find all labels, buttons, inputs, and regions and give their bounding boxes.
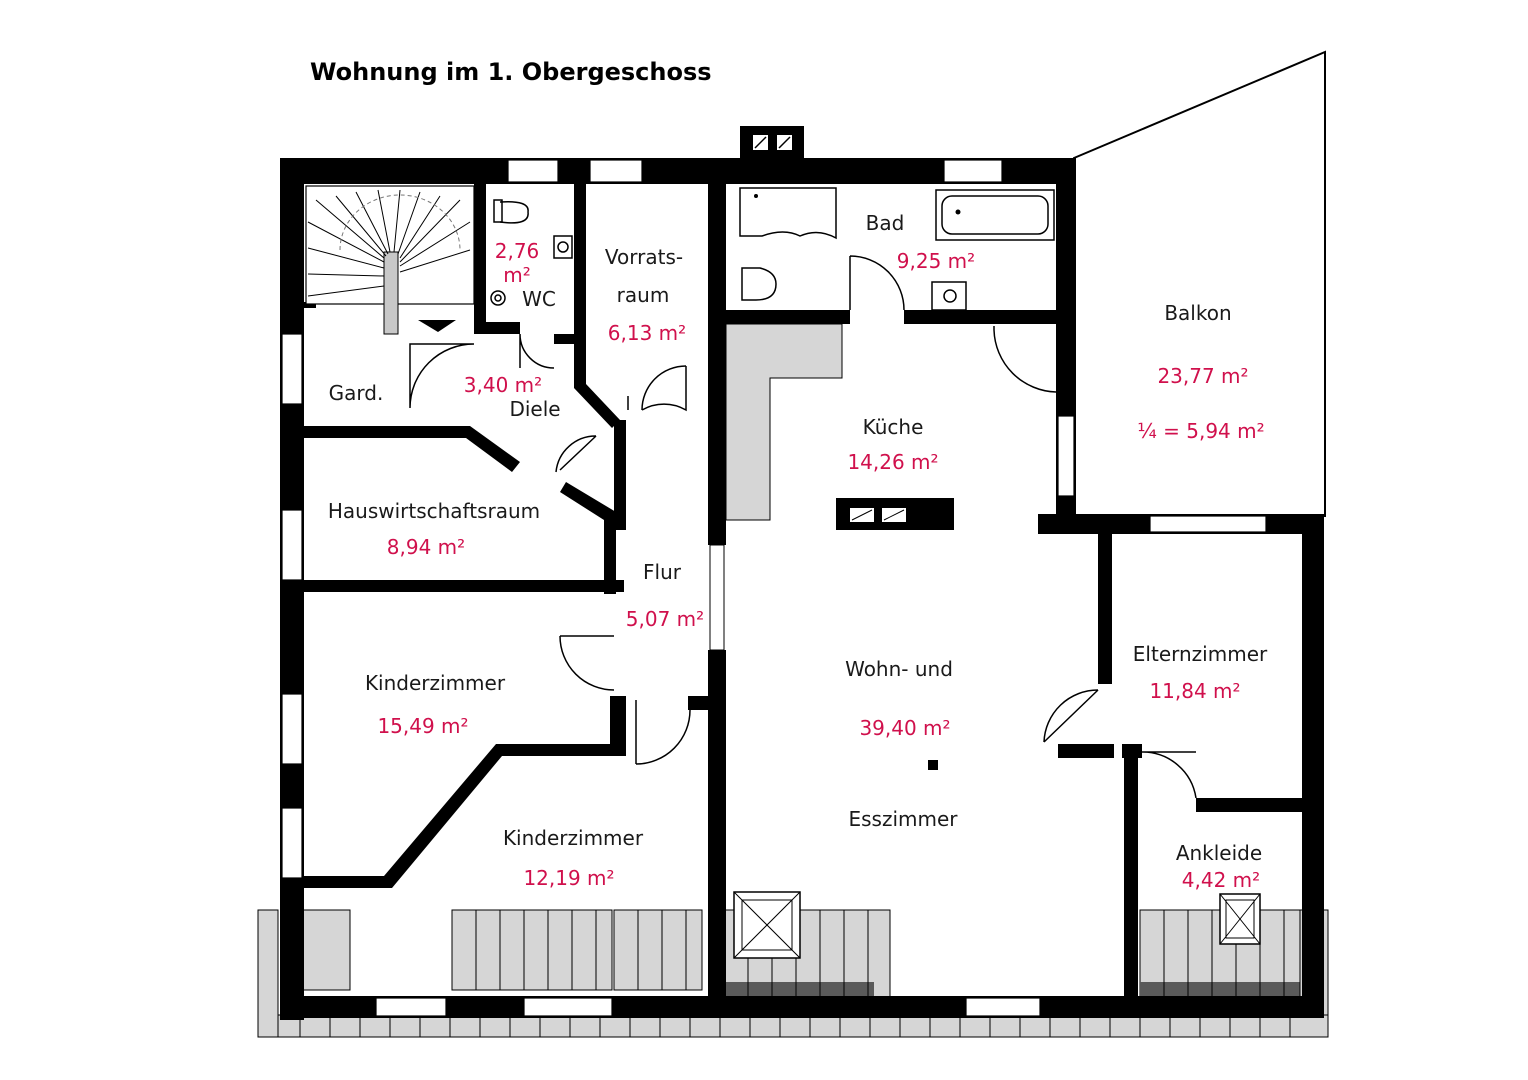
bad-area: 9,25 m²: [897, 249, 975, 273]
vorrat-label-line2: raum: [617, 283, 670, 307]
wohnen-label-line2: Esszimmer: [848, 807, 958, 831]
diele-area: 3,40 m²: [464, 373, 542, 397]
kinder2-label: Kinderzimmer: [503, 826, 644, 850]
hauswirtschaft-area: 8,94 m²: [387, 535, 465, 559]
toilet-icon: [490, 199, 573, 306]
wc-area-unit: m²: [503, 263, 531, 287]
balkon-label: Balkon: [1164, 301, 1231, 325]
kueche-label: Küche: [863, 415, 924, 439]
chimney-icon: [740, 126, 804, 160]
balkon-share: ¼ = 5,94 m²: [1137, 419, 1264, 443]
ankleide-label: Ankleide: [1176, 841, 1262, 865]
kitchen-counter: [725, 323, 843, 521]
kinder1-label: Kinderzimmer: [365, 671, 506, 695]
wohnen-label-line1: Wohn- und: [845, 657, 953, 681]
eltern-label: Elternzimmer: [1133, 642, 1268, 666]
diele-label: Diele: [509, 397, 560, 421]
doors: [409, 255, 1197, 799]
kinder2-area: 12,19 m²: [523, 866, 614, 890]
eltern-area: 11,84 m²: [1149, 679, 1240, 703]
balkon-area: 23,77 m²: [1157, 364, 1248, 388]
ankleide-area: 4,42 m²: [1182, 868, 1260, 892]
wc-label: WC: [522, 287, 556, 311]
windows: [281, 159, 1267, 1017]
staircase-icon: [305, 185, 475, 335]
wohnen-area: 39,40 m²: [859, 716, 950, 740]
bad-label: Bad: [866, 211, 905, 235]
skylight-icon: [733, 891, 801, 959]
kueche-area: 14,26 m²: [847, 450, 938, 474]
interior-walls: [304, 184, 1306, 1004]
kinder1-area: 15,49 m²: [377, 714, 468, 738]
hauswirtschaft-label: Hauswirtschaftsraum: [328, 499, 540, 523]
balcony-outline: [1073, 50, 1326, 517]
skylight-icon-ankleide: [1219, 893, 1261, 945]
plan-title: Wohnung im 1. Obergeschoss: [310, 58, 712, 86]
flur-label: Flur: [643, 560, 682, 584]
vorrat-area: 6,13 m²: [608, 321, 686, 345]
wc-area-number: 2,76: [495, 239, 540, 263]
vorrat-label-line1: Vorrats-: [605, 245, 683, 269]
gard-label: Gard.: [329, 381, 384, 405]
bathroom-fixtures: [739, 187, 1055, 311]
flur-area: 5,07 m²: [626, 607, 704, 631]
